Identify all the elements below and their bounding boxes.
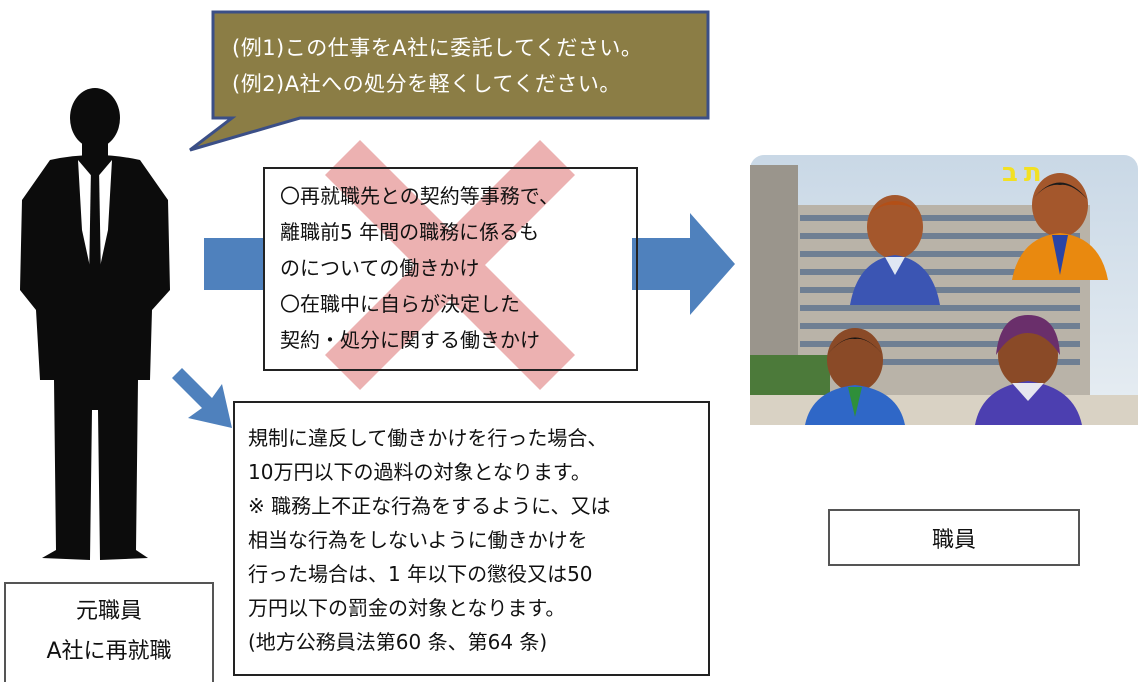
former-employee-label: 元職員 A社に再就職	[46, 599, 172, 664]
staff-group-photo	[750, 155, 1138, 425]
photo-sign-text: תב	[1002, 158, 1048, 188]
penalty-box	[233, 401, 710, 676]
former-employee-box	[4, 582, 214, 682]
penalty-text: 規制に違反して働きかけを行った場合、 10万円以下の過料の対象となります。 ※ …	[248, 426, 611, 654]
businessman-silhouette-icon	[20, 88, 170, 560]
staff-label: 職員	[828, 509, 1080, 566]
prohibited-actions-text: 〇再就職先との契約等事務で、 離職前5 年間の職務に係るも のについての働きかけ…	[280, 184, 559, 352]
prohibited-actions-box	[263, 167, 638, 371]
speech-bubble-text: (例1)この仕事をA社に委託してください。 (例2)A社への処分を軽くしてくださ…	[232, 36, 643, 96]
